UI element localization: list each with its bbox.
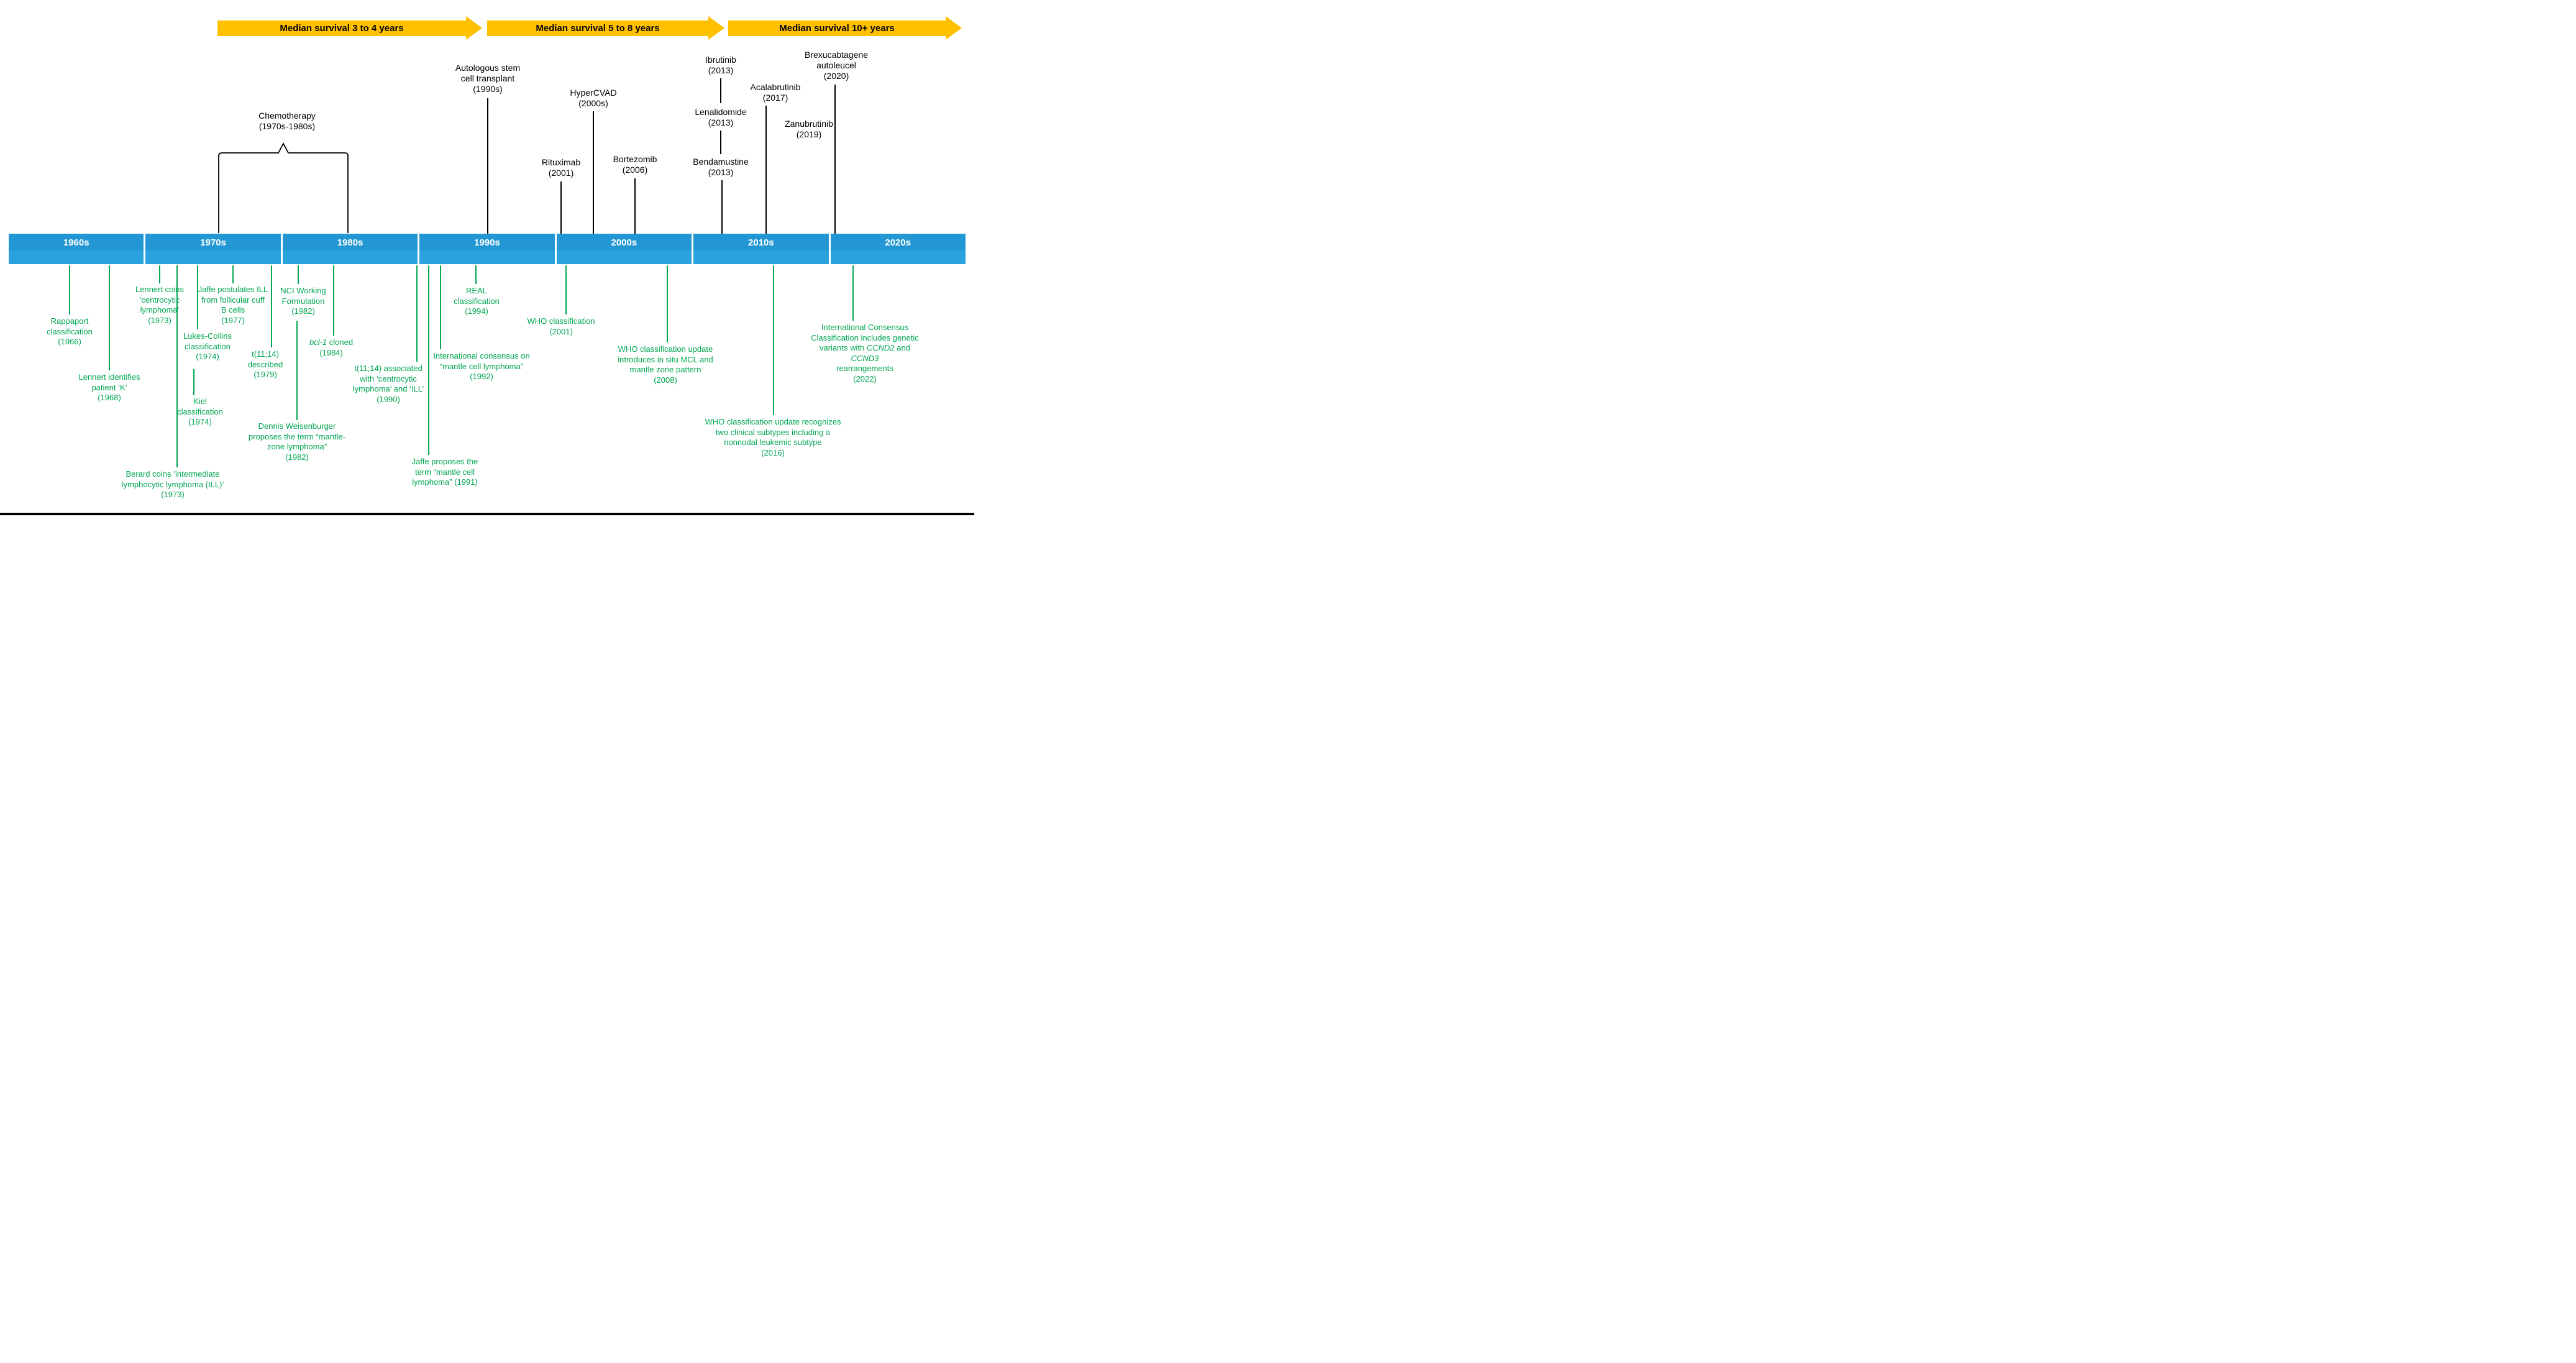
milestone-label-jaffe-postulates-ill: Jaffe postulates ILL from follicular cuf… [198, 285, 268, 325]
milestone-label-t1114-associated: t(11;14) associated with ‘centrocytic ly… [352, 364, 424, 404]
survival-arrow-label: Median survival 3 to 4 years [280, 23, 404, 34]
connector-line [834, 85, 836, 234]
mcl-history-timeline-figure: Median survival 3 to 4 years Median surv… [0, 0, 974, 515]
connector-line [773, 265, 774, 415]
milestone-label-weisenburger: Dennis Weisenburger proposes the term “m… [248, 421, 346, 462]
connector-line [69, 265, 70, 314]
milestone-label-who-2001: WHO classification (2001) [527, 316, 595, 336]
connector-line [720, 78, 721, 103]
decade-block-1960s: 1960s [9, 234, 144, 264]
milestone-label-bcl1-cloned: bcl-1 cloned (1984) [309, 337, 354, 357]
treatment-label-brexucabtagene: Brexucabtagene autoleucel (2020) [805, 50, 868, 81]
connector-line [159, 265, 160, 283]
connector-line [296, 321, 298, 420]
treatment-label-lenalidomide: Lenalidomide (2013) [695, 107, 747, 127]
connector-line [193, 369, 194, 395]
connector-line [333, 265, 334, 336]
connector-line [487, 98, 488, 234]
connector-line [416, 265, 418, 362]
connector-line [560, 181, 562, 234]
milestone-label-jaffe-mcl-term: Jaffe proposes the term “mantle cell lym… [411, 457, 478, 487]
survival-arrow-10plus-years: Median survival 10+ years [728, 21, 946, 36]
treatment-label-acalabrutinib: Acalabrutinib (2017) [750, 82, 801, 103]
connector-line [232, 265, 234, 283]
survival-arrow-label: Median survival 5 to 8 years [536, 23, 660, 34]
connector-line [721, 180, 723, 234]
connector-line [298, 265, 299, 284]
treatment-label-autologous-sct: Autologous stem cell transplant (1990s) [455, 63, 521, 94]
decade-block-1990s: 1990s [419, 234, 555, 264]
decade-block-1970s: 1970s [145, 234, 281, 264]
survival-arrow-3-4-years: Median survival 3 to 4 years [217, 21, 466, 36]
decade-block-1980s: 1980s [282, 234, 418, 264]
milestone-label-nci-working-formulation: NCI Working Formulation (1982) [280, 286, 326, 316]
connector-line [197, 265, 198, 329]
treatment-label-rituximab: Rituximab (2001) [541, 157, 581, 178]
connector-line [852, 265, 854, 321]
milestone-label-t1114-described: t(11;14) described (1979) [247, 349, 283, 379]
connector-line [475, 265, 477, 284]
connector-line [109, 265, 110, 370]
connector-line [440, 265, 441, 349]
treatment-label-hypercvad: HyperCVAD (2000s) [570, 88, 617, 108]
milestone-label-intl-consensus: International consensus on “mantle cell … [433, 351, 530, 381]
connector-line [565, 265, 567, 314]
milestone-label-berard-ill: Berard coins ’intermediate lymphocytic l… [121, 469, 224, 499]
survival-arrow-5-8-years: Median survival 5 to 8 years [487, 21, 708, 36]
connector-line [593, 111, 594, 234]
arrow-tip-icon [946, 16, 962, 40]
milestone-label-real-classification: REAL classification (1994) [454, 286, 500, 316]
treatment-label-bendamustine: Bendamustine (2013) [693, 157, 749, 177]
arrow-tip-icon [708, 16, 724, 40]
decade-timeline-bar: 1960s 1970s 1980s 1990s 2000s 2010s 2020… [9, 234, 966, 264]
chemotherapy-brace [218, 142, 349, 233]
milestone-label-lennert-patient-k: Lennert identifies patient ’K’ (1968) [78, 372, 140, 402]
milestone-label-icc-2022: International Consensus Classification i… [811, 323, 919, 383]
connector-line [176, 265, 178, 467]
decade-block-2020s: 2020s [830, 234, 966, 264]
milestone-label-lukes-collins: Lukes-Collins classification (1974) [183, 331, 232, 361]
connector-line [720, 131, 721, 154]
connector-line [428, 265, 429, 455]
connector-line [667, 265, 668, 342]
milestone-label-lennert-centrocytic: Lennert coins ’centrocytic lymphoma’ (19… [135, 285, 185, 325]
decade-block-2000s: 2000s [556, 234, 692, 264]
decade-block-2010s: 2010s [693, 234, 829, 264]
milestone-label-who-2016: WHO classification update recognizes two… [705, 417, 841, 457]
milestone-label-kiel: Kiel classification (1974) [177, 397, 223, 426]
treatment-label-ibrutinib: Ibrutinib (2013) [705, 55, 736, 75]
treatment-label-chemotherapy: Chemotherapy (1970s-1980s) [258, 111, 316, 131]
treatment-label-bortezomib: Bortezomib (2006) [613, 154, 657, 175]
connector-line [271, 265, 272, 347]
connector-line [765, 106, 767, 234]
treatment-label-zanubrutinib: Zanubrutinib (2019) [785, 119, 833, 139]
milestone-label-rappaport: Rappaport classification (1966) [47, 316, 93, 346]
connector-line [634, 178, 636, 234]
arrow-tip-icon [466, 16, 482, 40]
survival-arrow-label: Median survival 10+ years [779, 23, 895, 34]
milestone-label-who-2008: WHO classification update introduces in … [618, 344, 713, 385]
bottom-border [0, 513, 974, 515]
